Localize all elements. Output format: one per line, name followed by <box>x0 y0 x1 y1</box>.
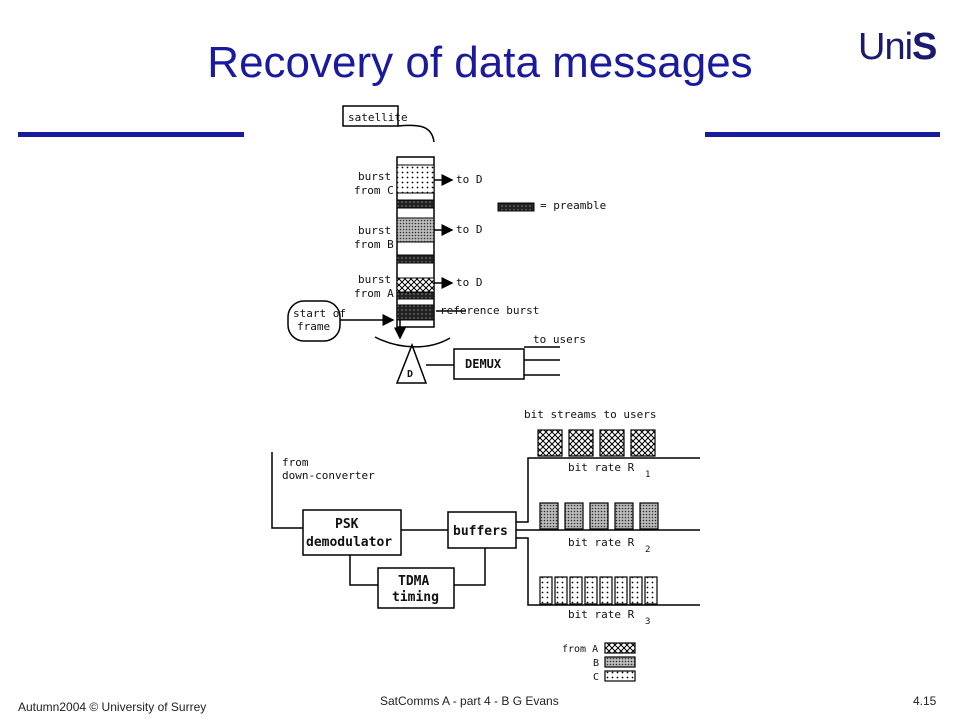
demux-label: DEMUX <box>465 357 502 371</box>
burst-b-preamble <box>396 254 435 264</box>
stream1-block-1 <box>537 429 563 457</box>
psk-label-2: demodulator <box>306 535 392 550</box>
title-rule-left <box>18 132 244 137</box>
stream2-block-5 <box>639 502 659 530</box>
psk-label-1: PSK <box>335 517 359 532</box>
to-users-label: to users <box>533 333 586 346</box>
buffers-label: buffers <box>453 524 508 539</box>
from-label-1: from <box>282 456 309 469</box>
start-of-frame-label-2: frame <box>297 320 330 333</box>
bit-rate-r3-sub: 3 <box>645 617 650 627</box>
burst-a-label-2: from A <box>354 287 394 300</box>
legend-swatch-c <box>604 670 636 682</box>
to-d-label-a: to D <box>456 276 483 289</box>
start-of-frame-label-1: start of <box>293 307 346 320</box>
stream3-block-5 <box>599 576 613 605</box>
stream2-block-4 <box>614 502 634 530</box>
tdma-timing-box <box>377 567 455 609</box>
legend-label-a: from A <box>562 644 598 655</box>
bit-rate-r2-sub: 2 <box>645 545 650 555</box>
preamble-legend-swatch <box>497 202 535 212</box>
stream3-block-3 <box>569 576 583 605</box>
burst-a-preamble <box>396 291 435 300</box>
demux-box <box>453 348 525 380</box>
tdma-label-2: timing <box>392 590 439 605</box>
preamble-label: = preamble <box>540 199 606 212</box>
stream1-block-3 <box>599 429 625 457</box>
d-triangle <box>395 342 428 384</box>
legend-swatch-b <box>604 656 636 668</box>
to-d-label-b: to D <box>456 223 483 236</box>
burst-c-label-2: from C <box>354 184 394 197</box>
stream3-block-7 <box>629 576 643 605</box>
satellite-box <box>342 105 399 127</box>
stream1-block-4 <box>630 429 656 457</box>
stream2-block-2 <box>564 502 584 530</box>
reference-burst-block <box>396 304 435 321</box>
legend-label-c: C <box>593 672 599 683</box>
bit-streams-label: bit streams to users <box>524 408 656 421</box>
slide-title: Recovery of data messages <box>207 38 753 87</box>
to-d-label-c: to D <box>456 173 483 186</box>
legend-swatch-a <box>604 642 636 654</box>
start-of-frame-box <box>287 300 341 342</box>
psk-demodulator-box <box>302 509 402 556</box>
stream2-block-1 <box>539 502 559 530</box>
stream1-block-2 <box>568 429 594 457</box>
burst-c-data <box>396 164 435 194</box>
burst-c-label-1: burst <box>358 170 391 183</box>
burst-b-label-2: from B <box>354 238 394 251</box>
stream3-block-4 <box>584 576 598 605</box>
stream3-block-8 <box>644 576 658 605</box>
bit-rate-r3-label: bit rate R <box>568 608 635 621</box>
footer-center: SatComms A - part 4 - B G Evans <box>380 694 559 708</box>
title-rule-right <box>705 132 940 137</box>
bit-rate-r2-label: bit rate R <box>568 536 635 549</box>
reference-burst-label: reference burst <box>440 304 539 317</box>
logo-text: Uni <box>858 26 913 68</box>
burst-b-data <box>396 217 435 243</box>
footer-left: Autumn2004 © University of Surrey <box>18 700 207 714</box>
from-label-2: down-converter <box>282 469 375 482</box>
logo-bold: S <box>912 26 937 68</box>
stream3-block-6 <box>614 576 628 605</box>
tdma-label-1: TDMA <box>398 574 429 589</box>
burst-c-preamble <box>396 199 435 209</box>
bit-rate-r1-sub: 1 <box>645 470 650 480</box>
burst-a-data <box>396 277 435 293</box>
d-label: D <box>407 369 413 380</box>
footer-right: 4.15 <box>913 694 937 708</box>
stream2-block-3 <box>589 502 609 530</box>
satellite-label: satellite <box>348 111 408 124</box>
bit-rate-r1-label: bit rate R <box>568 461 635 474</box>
satellite-curve <box>397 124 435 143</box>
legend-label-b: B <box>593 658 599 669</box>
burst-a-label-1: burst <box>358 273 391 286</box>
stream3-block-2 <box>554 576 568 605</box>
stream3-block-1 <box>539 576 553 605</box>
unis-logo: UniS <box>858 26 937 69</box>
burst-b-label-1: burst <box>358 224 391 237</box>
